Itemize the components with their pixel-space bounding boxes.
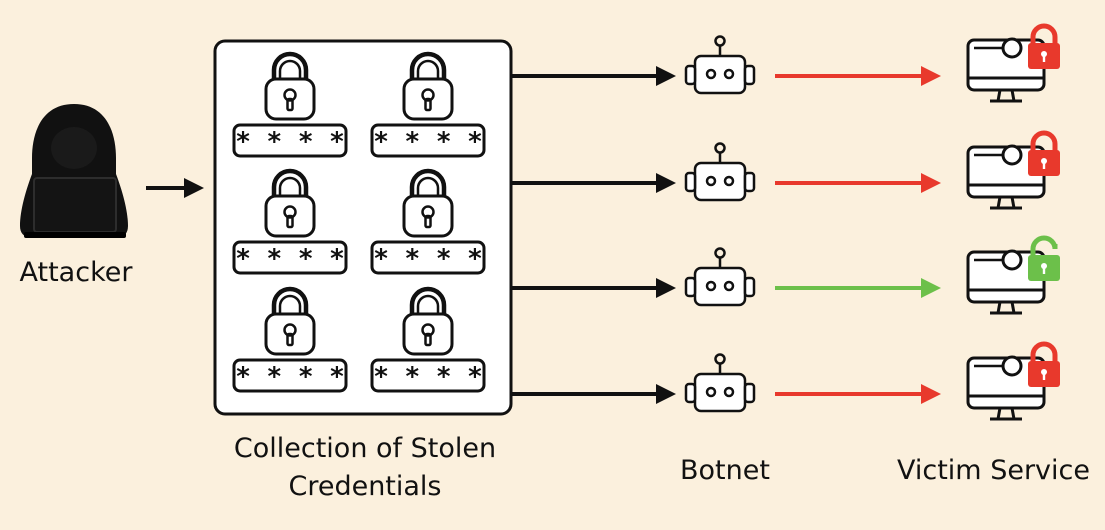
password-field [232, 123, 348, 158]
victim-computer [966, 344, 1060, 421]
password-field [370, 240, 486, 275]
credentials-collection: * * * * * * * * * * * * * * * * * * * * * * *… [213, 39, 513, 416]
password-mask: * * * * [235, 362, 345, 392]
collection-label-line2: Credentials [288, 471, 442, 502]
password-mask: * * * * [373, 244, 483, 274]
victim-service-label: Victim Service [897, 455, 1090, 486]
attack-flow [512, 238, 1060, 315]
password-mask: * * * * [373, 127, 483, 157]
robot-icon [684, 353, 756, 413]
password-mask: * * * * [235, 244, 345, 274]
robot-icon [684, 35, 756, 95]
credential-item: * * * * [232, 289, 348, 393]
credential-item: * * * * [232, 171, 348, 275]
password-field [370, 358, 486, 393]
credentials-panel [213, 39, 513, 416]
collection-label-line1: Collection of Stolen [233, 433, 497, 464]
password-field [232, 358, 348, 393]
robot-icon [684, 142, 756, 202]
credential-item: * * * * [370, 54, 486, 158]
credential-item: * * * * [370, 289, 486, 393]
password-field [370, 123, 486, 158]
password-mask: * * * * [235, 127, 345, 157]
attack-flow [512, 344, 1060, 421]
hooded-hacker-icon [20, 104, 128, 238]
victim-computer [966, 238, 1060, 315]
unlocked-padlock-icon [1028, 238, 1060, 281]
locked-padlock-icon [1028, 344, 1060, 387]
locked-padlock-icon [1028, 133, 1060, 176]
password-field [232, 240, 348, 275]
botnet-label: Botnet [680, 455, 770, 486]
credential-item: * * * * [232, 54, 348, 158]
robot-icon [684, 247, 756, 307]
victim-computer [966, 26, 1060, 103]
locked-padlock-icon [1028, 26, 1060, 69]
victim-computer [966, 133, 1060, 210]
attack-flow [512, 133, 1060, 210]
password-mask: * * * * [373, 362, 483, 392]
credential-item: * * * * [370, 171, 486, 275]
attack-flow [512, 26, 1060, 103]
attacker-label: Attacker [19, 257, 133, 288]
